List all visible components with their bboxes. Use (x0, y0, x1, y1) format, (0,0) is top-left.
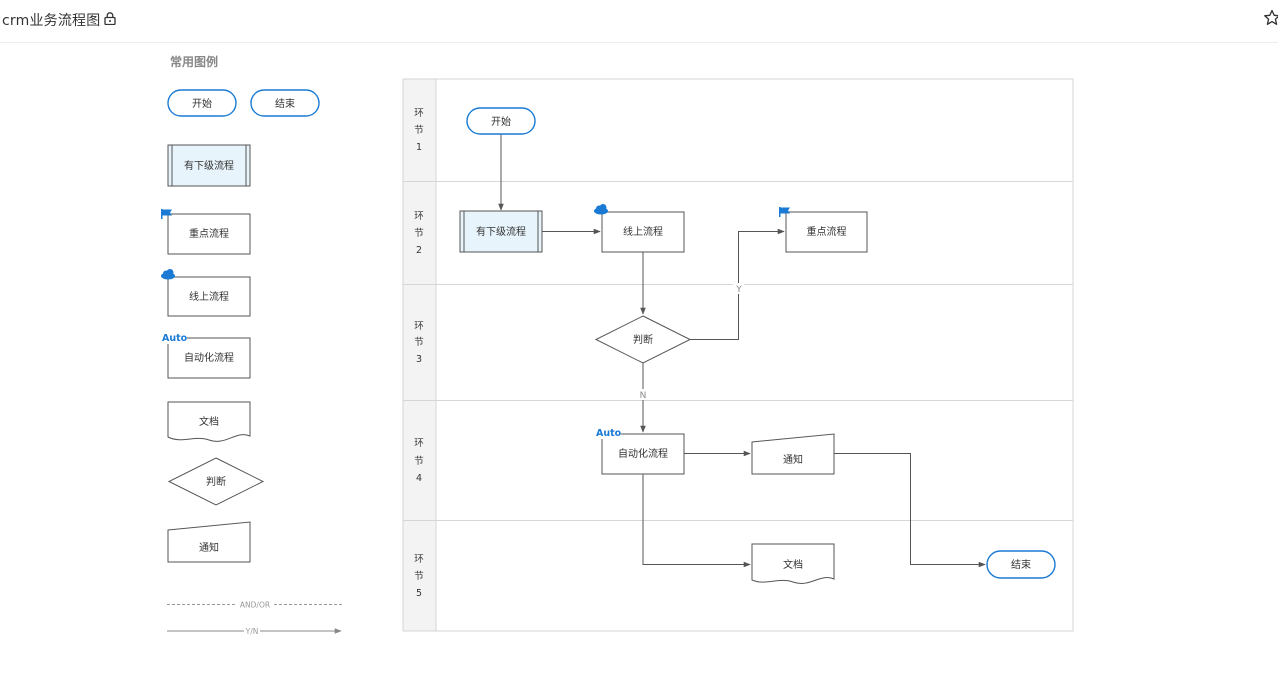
flow-online-node[interactable]: 线上流程 (594, 204, 685, 253)
flow-decision-label: 判断 (633, 333, 653, 346)
legend-document-label: 文档 (199, 415, 219, 428)
flow-key-label: 重点流程 (807, 225, 847, 238)
legend-online-process-label: 线上流程 (189, 290, 229, 303)
flow-auto-tag: Auto (596, 428, 622, 439)
legend-auto-process[interactable]: Auto 自动化流程 (161, 332, 251, 379)
flow-document-node[interactable]: 文档 (751, 543, 835, 584)
legend-decision-label: 判断 (206, 475, 226, 488)
flag-icon (779, 207, 790, 217)
legend-key-process[interactable]: 重点流程 (161, 209, 251, 255)
no-label: N (640, 391, 647, 401)
lane-header-5: 环 节 5 (414, 554, 424, 599)
flow-notice-node[interactable]: 通知 (751, 433, 835, 475)
lane-1-char-3: 1 (416, 142, 422, 153)
lane-4-char-2: 节 (414, 456, 424, 467)
edge-auto-to-document (642, 474, 751, 568)
legend-auto-process-label: 自动化流程 (184, 351, 234, 364)
legend-online-process[interactable]: 线上流程 (161, 269, 251, 317)
legend-start-label: 开始 (192, 97, 212, 110)
flow-end-node[interactable]: 结束 (986, 550, 1056, 579)
lane-header-1: 环 节 1 (414, 108, 424, 153)
legend-end-label: 结束 (275, 97, 295, 110)
swimlane-frame (402, 78, 1074, 632)
flow-notice-label: 通知 (783, 453, 803, 466)
flow-decision-node[interactable]: 判断 (594, 315, 692, 364)
legend-yn-label: Y/N (245, 627, 259, 636)
lane-1-char-2: 节 (414, 125, 424, 136)
lane-5-char-1: 环 (414, 554, 424, 565)
lane-3-char-3: 3 (416, 354, 422, 365)
legend-notice[interactable]: 通知 (167, 521, 251, 563)
lane-header-4: 环 节 4 (414, 438, 424, 484)
legend-auto-tag: Auto (162, 333, 188, 344)
legend-key-process-label: 重点流程 (189, 227, 229, 240)
lane-2-char-2: 节 (414, 228, 424, 239)
flow-auto-label: 自动化流程 (618, 447, 668, 460)
cloud-icon (161, 269, 175, 280)
flow-online-label: 线上流程 (623, 225, 663, 238)
yes-label: Y (735, 285, 742, 295)
document-title: crm业务流程图 (2, 13, 101, 29)
flow-document-label: 文档 (783, 558, 803, 571)
legend-start[interactable]: 开始 (167, 89, 237, 117)
lane-3-char-1: 环 (414, 321, 424, 332)
legend-title: 常用图例 (170, 54, 218, 69)
flag-icon (161, 209, 172, 219)
flow-key-node[interactable]: 重点流程 (779, 207, 868, 253)
legend-document[interactable]: 文档 (167, 401, 251, 442)
lane-3-char-2: 节 (414, 337, 424, 348)
lane-header-2: 环 节 2 (414, 211, 424, 256)
flow-subprocess-node[interactable]: 有下级流程 (459, 210, 543, 253)
legend-subprocess[interactable]: 有下级流程 (167, 144, 251, 187)
lane-header-3: 环 节 3 (414, 321, 424, 365)
legend-yn-line: Y/N (167, 627, 342, 636)
lane-5-char-3: 5 (416, 588, 422, 599)
legend-decision[interactable]: 判断 (167, 457, 265, 506)
legend-and-or-label: AND/OR (240, 601, 270, 610)
cloud-icon (594, 204, 608, 215)
legend-notice-label: 通知 (199, 541, 219, 554)
lane-4-char-1: 环 (414, 438, 424, 449)
edge-notice-to-end (834, 453, 986, 568)
lane-2-char-3: 2 (416, 245, 422, 256)
lane-1-char-1: 环 (414, 108, 424, 119)
flow-end-label: 结束 (1011, 558, 1031, 571)
legend-subprocess-label: 有下级流程 (184, 159, 234, 172)
lane-5-char-2: 节 (414, 571, 424, 582)
lock-icon[interactable] (104, 12, 116, 25)
flow-start-node[interactable]: 开始 (466, 107, 536, 135)
flow-start-label: 开始 (491, 115, 511, 128)
lane-2-char-1: 环 (414, 211, 424, 222)
lane-4-char-3: 4 (416, 473, 422, 484)
legend-and-or-line: AND/OR (167, 601, 342, 610)
flow-auto-node[interactable]: Auto 自动化流程 (595, 427, 685, 475)
legend-end[interactable]: 结束 (250, 89, 320, 117)
flow-subprocess-label: 有下级流程 (476, 225, 526, 238)
